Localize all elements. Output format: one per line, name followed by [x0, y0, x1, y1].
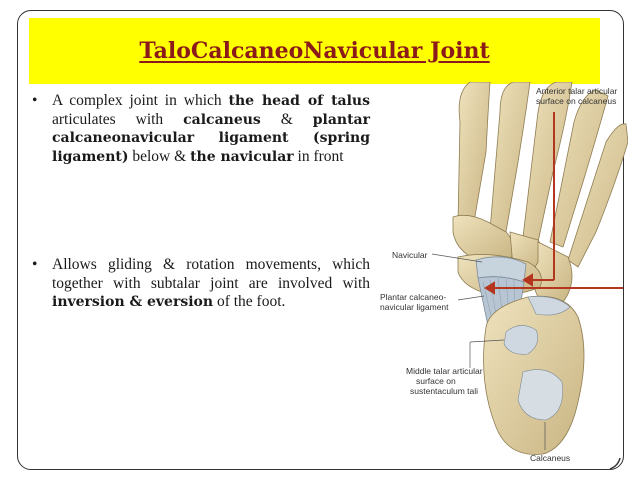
- bullet-text: Allows gliding & rotation movements, whi…: [52, 256, 370, 292]
- slide-title: TaloCalcaneoNavicular Joint: [139, 38, 490, 64]
- label-line: Middle talar articular: [406, 366, 483, 376]
- bullet-bold-text: plantar calcaneonavicular ligament (spri…: [52, 111, 370, 165]
- bullet-text: below &: [128, 147, 191, 165]
- anterior-talar-surface-label: Anterior talar articular surface on calc…: [536, 86, 617, 106]
- bullet-text: articulates with: [52, 110, 184, 128]
- plantar-ligament-label: Plantar calcaneo- navicular ligament: [380, 292, 449, 312]
- label-line: sustentaculum tali: [410, 386, 479, 396]
- leader-lines: [431, 253, 546, 450]
- label-line: Plantar calcaneo-: [380, 292, 447, 302]
- bullet-point-1: • A complex joint in which the head of t…: [30, 92, 370, 166]
- middle-talar-facet: [503, 325, 539, 355]
- metatarsal-bones: [457, 81, 629, 268]
- bullet-text: &: [260, 110, 313, 128]
- bullet-point-2: • Allows gliding & rotation movements, w…: [30, 256, 370, 312]
- bullet-text: in front: [293, 147, 344, 165]
- bullet-text: of the foot.: [213, 293, 286, 310]
- foot-bones-illustration: [431, 81, 629, 455]
- bullet-bold-text: the navicular: [190, 148, 294, 165]
- bullet-bold-text: the head of talus: [228, 93, 370, 109]
- label-line: surface on calcaneus: [536, 96, 617, 106]
- bullet-text: A complex joint in which: [52, 92, 229, 109]
- bullet-bold-text: calcaneus: [183, 111, 261, 128]
- calcaneus-label: Calcaneus: [530, 453, 571, 463]
- label-line: navicular ligament: [380, 302, 449, 312]
- bullet-marker: •: [32, 92, 38, 109]
- bullet-bold-text: inversion & eversion: [52, 294, 214, 310]
- calcaneus-lower-facet: [517, 369, 563, 421]
- foot-anatomy-figure: Anterior talar articular surface on calc…: [378, 81, 629, 470]
- navicular-label: Navicular: [392, 250, 428, 260]
- anterior-talar-facet: [527, 296, 571, 316]
- annotation-arrows: [484, 112, 623, 295]
- title-banner: TaloCalcaneoNavicular Joint: [29, 18, 600, 84]
- label-line: Anterior talar articular: [536, 86, 618, 96]
- label-line: surface on: [416, 376, 456, 386]
- middle-talar-surface-label: Middle talar articular surface on susten…: [406, 366, 483, 396]
- bullet-marker: •: [32, 256, 38, 273]
- corner-curl-icon: [609, 458, 621, 470]
